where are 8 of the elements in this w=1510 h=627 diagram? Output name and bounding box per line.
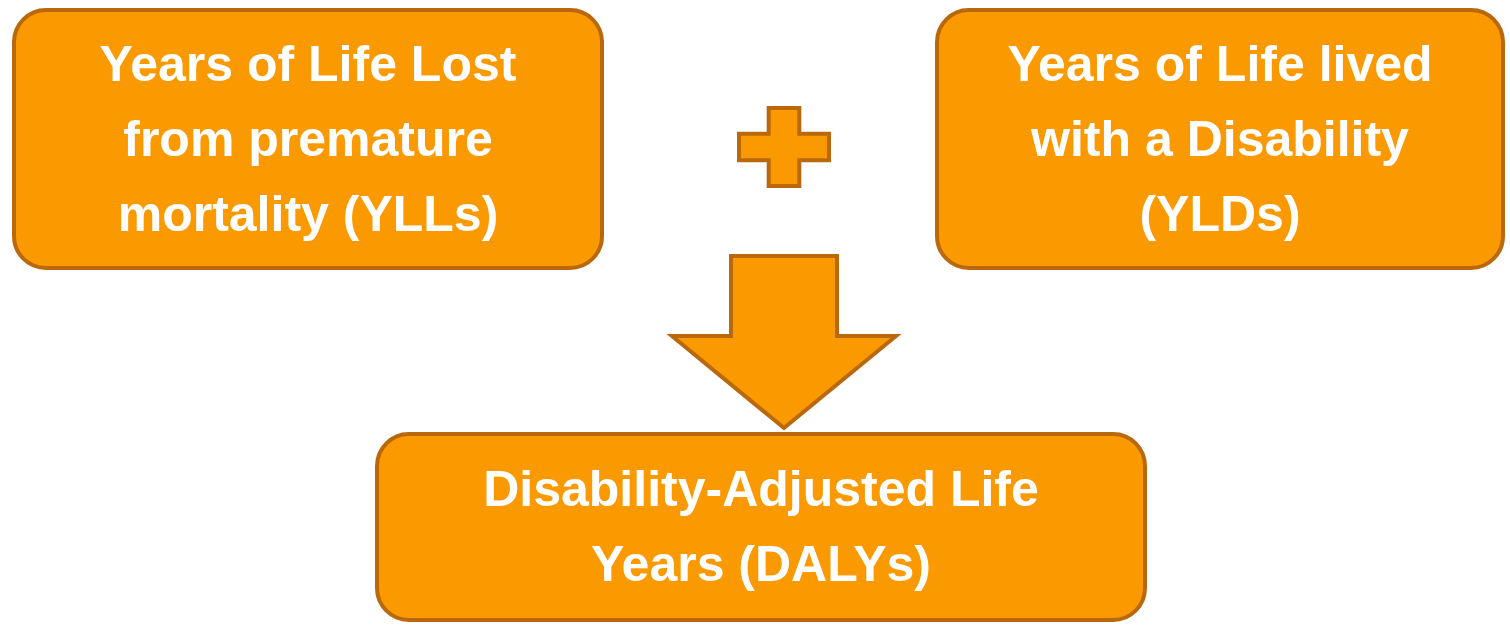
rounded-box <box>375 432 1147 622</box>
rounded-box <box>12 8 604 270</box>
plus-sign <box>737 106 831 188</box>
box-label: Years of Life Lost from premature mortality (YLLs) <box>98 34 518 244</box>
box-label: Years of Life lived with a Disability (YLDs) <box>1006 34 1434 244</box>
block-arrow <box>666 254 902 431</box>
box-label: Disability-Adjusted Life Years (DALYs) <box>482 460 1040 594</box>
rounded-box <box>935 8 1505 270</box>
